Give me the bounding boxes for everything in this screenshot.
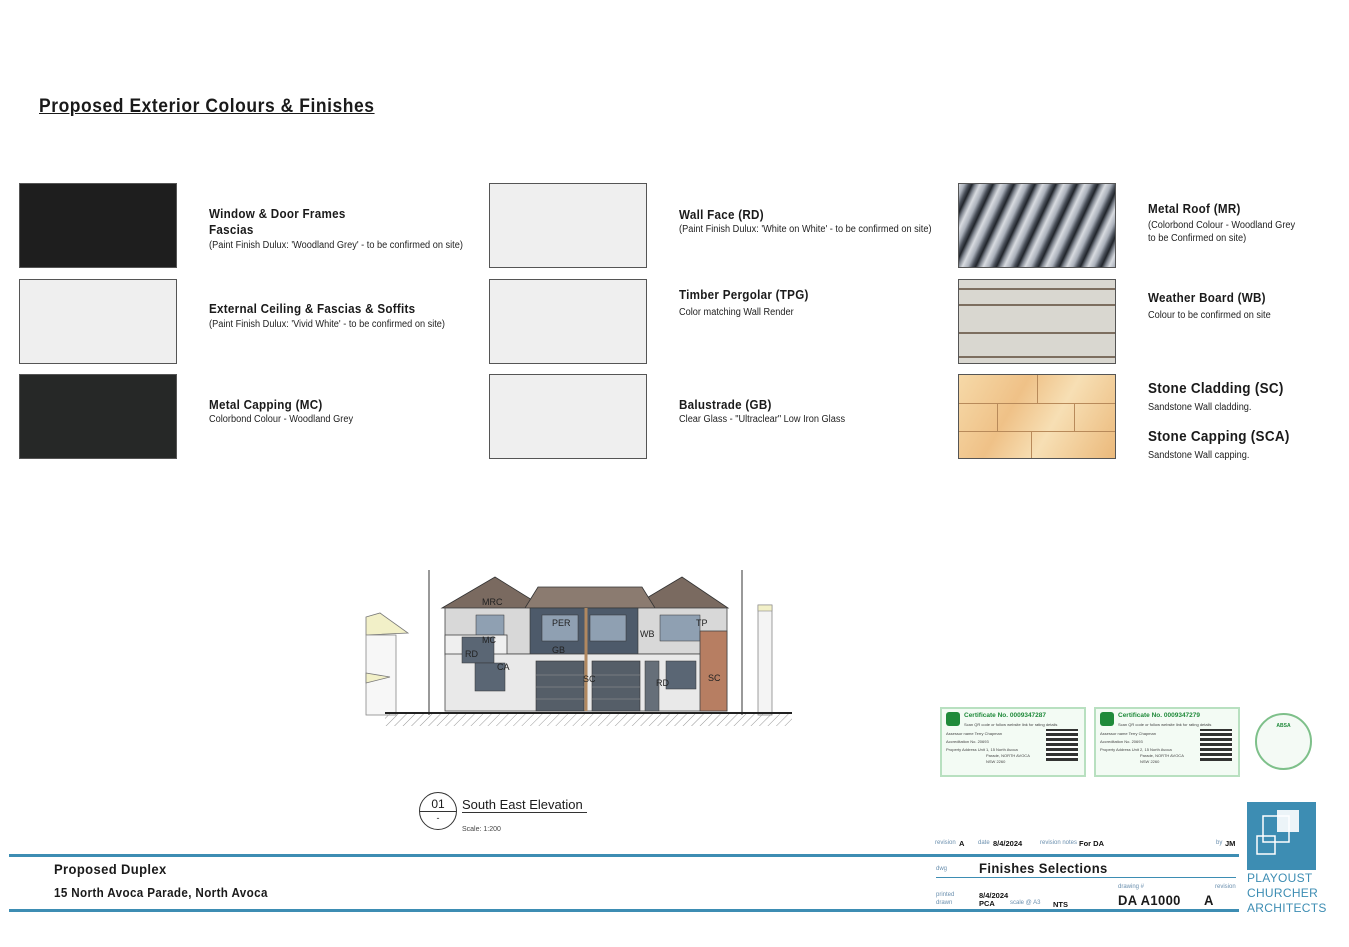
elev-tag-per: PER (552, 618, 571, 628)
view-sheet: - (436, 813, 440, 823)
finish-desc-timber-pergola: Color matching Wall Render (679, 307, 794, 318)
tb-revision-notes: For DA (1079, 839, 1104, 848)
finish-desc-wall-face: (Paint Finish Dulux: 'White on White' - … (679, 224, 932, 235)
tb-drawn: PCA (979, 899, 995, 908)
swatch-balustrade (489, 374, 647, 459)
basix-certificate-1: Certificate No. 0009347287 Scan QR code … (940, 707, 1086, 777)
basix-certificate-2: Certificate No. 0009347279 Scan QR code … (1094, 707, 1240, 777)
elev-tag-rd-left: RD (465, 649, 478, 659)
finish-title-metal-capping: Metal Capping (MC) (209, 398, 323, 412)
elev-tag-rd-right: RD (656, 678, 669, 688)
elev-tag-wb: WB (640, 629, 655, 639)
finish-desc-stone-capping: Sandstone Wall capping. (1148, 450, 1250, 461)
absa-seal-icon: ABSA (1255, 713, 1312, 770)
finish-title-stone-cladding: Stone Cladding (SC) (1148, 381, 1284, 397)
finish-title-balustrade: Balustrade (GB) (679, 398, 772, 412)
title-band-bottom (9, 909, 1239, 912)
view-title: South East Elevation (462, 797, 587, 813)
finish-title-metal-roof: Metal Roof (MR) (1148, 202, 1241, 216)
tb-by: JM (1225, 839, 1236, 848)
drawing-revision: A (1204, 892, 1214, 908)
drawing-number: DA A1000 (1118, 892, 1181, 908)
finish-desc-metal-capping: Colorbond Colour - Woodland Grey (209, 414, 354, 425)
project-name: Proposed Duplex (54, 861, 167, 877)
drawing-title: Finishes Selections (979, 860, 1108, 876)
tb-date: 8/4/2024 (993, 839, 1023, 848)
view-number: 01 (431, 797, 445, 811)
tb-revision: A (959, 839, 965, 848)
finish-title-stone-capping: Stone Capping (SCA) (1148, 429, 1290, 445)
elev-tag-tp: TP (696, 618, 708, 628)
finish-desc-stone-cladding: Sandstone Wall cladding. (1148, 402, 1252, 413)
finish-desc-metal-roof-2: to be Confirmed on site) (1148, 233, 1247, 244)
finish-desc-balustrade: Clear Glass - "Ultraclear" Low Iron Glas… (679, 414, 846, 425)
finish-desc-window-door: (Paint Finish Dulux: 'Woodland Grey' - t… (209, 240, 463, 251)
elev-tag-sc-right: SC (708, 673, 721, 683)
qr-code-icon (1046, 729, 1078, 761)
view-reference-bubble: 01 - (419, 792, 457, 830)
view-scale: Scale: 1:200 (462, 826, 501, 833)
certificate-logo-icon (946, 712, 960, 726)
elev-tag-mc: MC (482, 635, 496, 645)
finish-title-external-ceiling: External Ceiling & Fascias & Soffits (209, 302, 416, 316)
finish-title-weather-board: Weather Board (WB) (1148, 291, 1266, 305)
finish-desc-weather-board: Colour to be confirmed on site (1148, 310, 1271, 321)
swatch-external-ceiling (19, 279, 177, 364)
project-address: 15 North Avoca Parade, North Avoca (54, 886, 268, 900)
firm-name-line2: CHURCHER (1247, 886, 1319, 900)
swatch-stone-cladding (958, 374, 1116, 459)
finish-desc-external-ceiling: (Paint Finish Dulux: 'Vivid White' - to … (209, 319, 445, 330)
tb-scale: NTS (1053, 900, 1068, 909)
firm-logo-icon (1247, 802, 1316, 870)
swatch-wall-face (489, 183, 647, 268)
page-title: Proposed Exterior Colours & Finishes (39, 96, 375, 117)
elev-tag-sc-center: SC (583, 674, 596, 684)
certificate-logo-icon (1100, 712, 1114, 726)
elev-tag-mrc: MRC (482, 597, 503, 607)
finish-title-wall-face: Wall Face (RD) (679, 208, 764, 222)
south-east-elevation-drawing (365, 570, 792, 726)
swatch-metal-capping (19, 374, 177, 459)
elev-tag-ca: CA (497, 662, 510, 672)
elev-tag-gb: GB (552, 645, 566, 655)
swatch-metal-roof (958, 183, 1116, 268)
qr-code-icon (1200, 729, 1232, 761)
finish-title-fascias: Fascias (209, 223, 254, 237)
swatch-weather-board (958, 279, 1116, 364)
finish-desc-metal-roof-1: (Colorbond Colour - Woodland Grey (1148, 220, 1296, 231)
firm-name-line3: ARCHITECTS (1247, 901, 1327, 915)
swatch-window-door-frames (19, 183, 177, 268)
finish-title-timber-pergola: Timber Pergolar (TPG) (679, 288, 809, 302)
finish-title-window-door: Window & Door Frames (209, 207, 346, 221)
firm-name-line1: PLAYOUST (1247, 871, 1313, 885)
swatch-timber-pergola (489, 279, 647, 364)
tb-printed: 8/4/2024 (979, 891, 1009, 900)
title-band-top (9, 854, 1239, 857)
